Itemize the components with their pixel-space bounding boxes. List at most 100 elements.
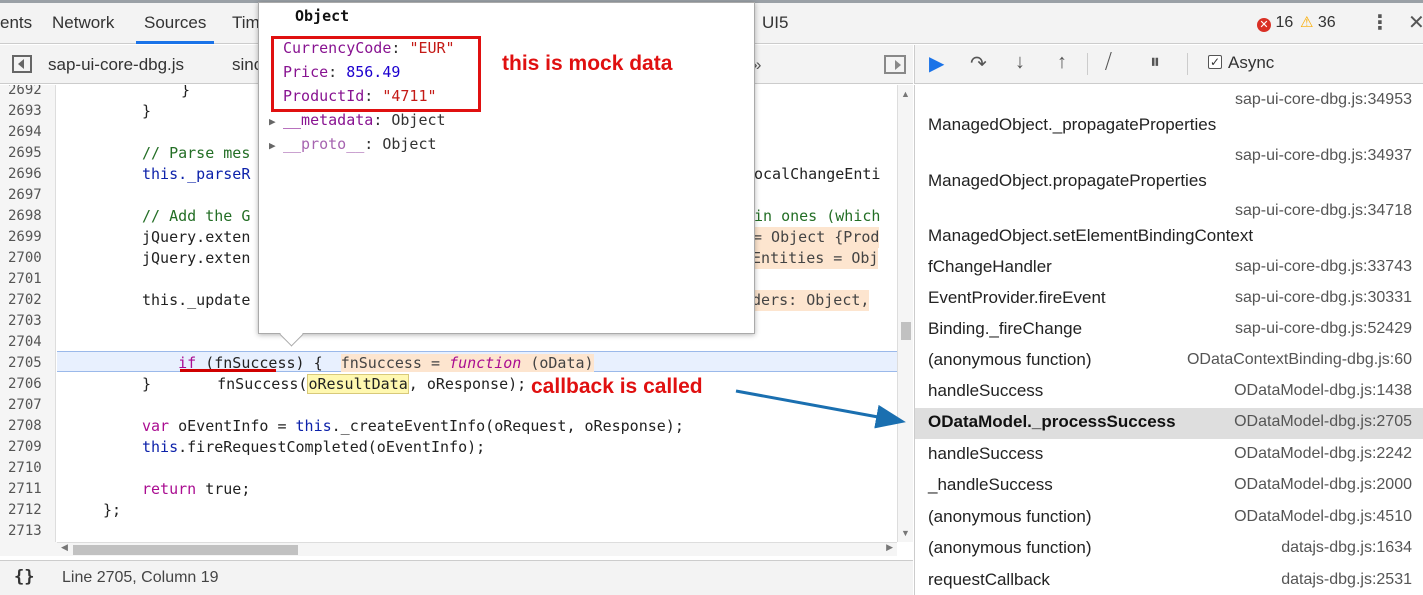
scroll-left-icon[interactable]: ◀ [61,542,68,552]
line-number[interactable]: 2694 [8,124,42,140]
line-number[interactable]: 2709 [8,439,42,455]
code-line-tail: ocalChangeEnti [754,165,881,183]
line-number[interactable]: 2699 [8,229,42,245]
resume-icon[interactable]: ▶ [929,53,945,75]
call-frame[interactable]: ManagedObject.propagateProperties [915,169,1423,193]
code-token-fnsuccess[interactable]: fnSuccess( [217,375,308,393]
step-into-icon[interactable]: ↓ [1015,51,1025,73]
tab-sources[interactable]: Sources [136,3,215,44]
scroll-down-icon[interactable]: ▼ [901,528,910,538]
frame-name: (anonymous function) [928,350,1092,369]
line-number[interactable]: 2705 [8,355,42,371]
line-number[interactable]: 2693 [8,103,42,119]
line-number[interactable]: 2703 [8,313,42,329]
expandable-property-metadata[interactable]: ▶__metadata: Object [269,108,446,132]
toggle-navigator-icon[interactable] [12,55,32,73]
line-number[interactable]: 2695 [8,145,42,161]
frame-name: _handleSuccess [928,475,1053,494]
line-number[interactable]: 2712 [8,502,42,518]
code-token: if [178,354,197,372]
line-number[interactable]: 2708 [8,418,42,434]
toggle-debugger-icon[interactable] [884,55,906,74]
popover-title: Object [295,7,350,25]
call-frame[interactable]: _handleSuccess ODataModel-dbg.js:2000 [915,471,1423,502]
line-number[interactable]: 2697 [8,187,42,203]
tab-timeline[interactable]: Tim [232,13,260,32]
scroll-up-icon[interactable]: ▲ [901,89,910,99]
code-editor[interactable]: } } // Parse mes this._parseR ocalChange… [57,85,897,542]
call-frame-location-row[interactable]: sap-ui-core-dbg.js:34718 [915,202,1423,222]
code-line: jQuery.exten [142,249,251,267]
expand-triangle-icon[interactable]: ▶ [269,139,276,152]
scrollbar-thumb[interactable] [73,545,298,555]
cursor-position: Line 2705, Column 19 [62,569,219,586]
code-comment: // Parse mes [142,144,251,162]
scrollbar-thumb[interactable] [901,322,911,340]
code-comment: // Add the G [142,207,251,225]
step-out-icon[interactable]: ↑ [1057,51,1067,73]
pause-on-exceptions-icon[interactable]: ⏸ [1150,51,1160,73]
frame-name: (anonymous function) [928,538,1092,557]
debugger-toolbar: ▶ ↷ ↓ ↑ ⧸ ⏸ ✓ Async [914,45,1423,84]
scroll-right-icon[interactable]: ▶ [886,542,893,552]
expandable-property-proto[interactable]: ▶__proto__: Object [269,132,437,156]
call-frame-location-row[interactable]: sap-ui-core-dbg.js:34953 [915,91,1423,111]
call-frame[interactable]: requestCallback datajs-dbg.js:2531 [915,566,1423,595]
frame-name: ManagedObject.propagateProperties [928,171,1207,190]
expand-triangle-icon[interactable]: ▶ [269,115,276,128]
pretty-print-icon[interactable]: {} [14,567,35,587]
hovered-token-oresultdata[interactable]: oResultData [307,374,409,394]
call-frame[interactable]: ManagedObject.setElementBindingContext [915,224,1423,248]
call-frame[interactable]: handleSuccess ODataModel-dbg.js:1438 [915,377,1423,408]
call-frame[interactable]: Binding._fireChange sap-ui-core-dbg.js:5… [915,315,1423,346]
frame-location: sap-ui-core-dbg.js:34937 [1235,147,1412,164]
code-line: var oEventInfo = this._createEventInfo(o… [142,417,684,435]
tab-ui5[interactable]: UI5 [762,13,789,32]
line-number[interactable]: 2701 [8,271,42,287]
line-number[interactable]: 2700 [8,250,42,266]
line-number[interactable]: 2704 [8,334,42,350]
call-frame[interactable]: fChangeHandler sap-ui-core-dbg.js:33743 [915,253,1423,284]
editor-horizontal-scrollbar[interactable]: ◀ ▶ [57,542,897,556]
call-frame-selected[interactable]: ODataModel._processSuccess ODataModel-db… [915,408,1423,439]
call-frame[interactable]: (anonymous function) ODataContextBinding… [915,346,1423,377]
more-options-icon[interactable]: ⋮ [1370,12,1390,34]
line-number[interactable]: 2713 [8,523,42,539]
code-line: jQuery.exten [142,228,251,246]
line-number[interactable]: 2710 [8,460,42,476]
tab-elements[interactable]: ents [0,13,33,32]
step-over-icon[interactable]: ↷ [970,53,987,75]
line-number[interactable]: 2711 [8,481,42,497]
frame-name: (anonymous function) [928,507,1092,526]
editor-tab-sinc[interactable]: sinc [232,55,263,74]
inline-value-hint: eEntities = Obj [739,248,879,269]
warning-counter[interactable]: ⚠ 36 [1300,3,1336,43]
call-frame-location-row[interactable]: sap-ui-core-dbg.js:34937 [915,147,1423,167]
code-line: } [181,85,191,99]
line-number[interactable]: 2698 [8,208,42,224]
line-number[interactable]: 2692 [8,85,42,98]
callback-annotation: callback is called [531,375,703,398]
editor-tab-sap-ui-core[interactable]: sap-ui-core-dbg.js [48,55,185,74]
call-frame[interactable]: EventProvider.fireEvent sap-ui-core-dbg.… [915,284,1423,315]
call-frame[interactable]: (anonymous function) ODataModel-dbg.js:4… [915,503,1423,534]
call-frame[interactable]: handleSuccess ODataModel-dbg.js:2242 [915,440,1423,471]
object-property: CurrencyCode: "EUR" [283,39,455,57]
frame-location: datajs-dbg.js:2531 [1281,571,1412,588]
close-devtools-icon[interactable]: ✕ [1408,12,1423,34]
code-token: , oResponse); [408,375,527,393]
line-number[interactable]: 2706 [8,376,42,392]
frame-name: ODataModel._processSuccess [928,412,1176,431]
line-number[interactable]: 2696 [8,166,42,182]
error-counter[interactable]: ✕ 16 [1257,3,1293,43]
call-frame[interactable]: (anonymous function) datajs-dbg.js:1634 [915,534,1423,565]
line-number[interactable]: 2702 [8,292,42,308]
frame-location: ODataModel-dbg.js:2000 [1234,476,1412,493]
code-line: this._update [142,291,251,309]
async-checkbox[interactable]: ✓ [1208,55,1222,69]
line-number[interactable]: 2707 [8,397,42,413]
call-frame[interactable]: ManagedObject._propagateProperties [915,113,1423,137]
tab-network[interactable]: Network [52,13,115,32]
more-tabs-icon[interactable]: » [752,55,762,74]
deactivate-breakpoints-icon[interactable]: ⧸ [1105,51,1112,73]
